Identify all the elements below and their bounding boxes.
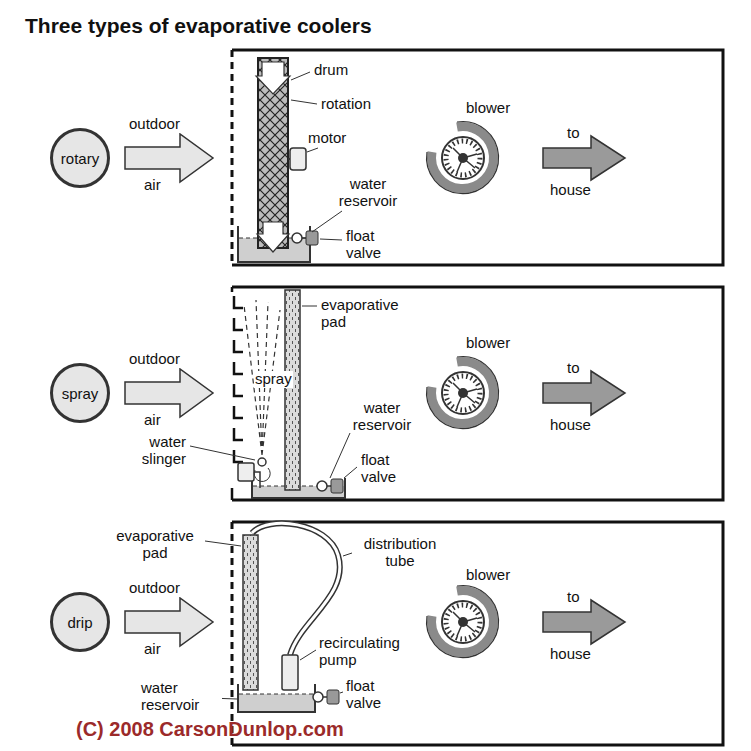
water-reservoir xyxy=(239,694,314,711)
drip-housing xyxy=(232,522,723,745)
type-label: rotary xyxy=(61,150,99,167)
float-valve xyxy=(327,485,331,487)
drip-housing xyxy=(232,522,723,745)
part-label: air xyxy=(143,641,162,658)
blower-symbol xyxy=(427,357,499,429)
part-label: water slinger xyxy=(123,434,187,467)
motor xyxy=(290,148,306,170)
to-house-arrow xyxy=(543,600,625,644)
part-label: motor xyxy=(307,130,347,147)
drum xyxy=(256,58,290,252)
part-label: house xyxy=(549,417,592,434)
water-slinger xyxy=(254,468,270,482)
type-label: drip xyxy=(67,614,92,631)
float-valve xyxy=(292,231,318,245)
motor xyxy=(288,148,306,170)
part-label: evaporative pad xyxy=(320,297,417,330)
float-valve xyxy=(292,233,302,243)
spray-housing xyxy=(232,287,723,500)
float-valve xyxy=(317,479,343,493)
float-valve xyxy=(313,692,323,702)
watermark: (C) 2008 CarsonDunlop.com xyxy=(75,718,345,740)
type-circle: rotary xyxy=(50,128,110,188)
type-circle: spray xyxy=(50,363,110,423)
type-circle: drip xyxy=(50,592,110,652)
part-label: house xyxy=(549,646,592,663)
rotary-housing xyxy=(232,50,723,265)
evaporative-pad xyxy=(285,290,300,490)
part-label: drum xyxy=(313,62,349,79)
diagram-title: Three types of evaporative coolers xyxy=(25,14,372,38)
part-label: air xyxy=(143,412,162,429)
part-label: to xyxy=(566,125,581,142)
part-label: float valve xyxy=(360,452,407,485)
outdoor-air-arrow xyxy=(125,369,213,417)
part-label: evaporative pad xyxy=(107,528,204,561)
part-label: water reservoir xyxy=(140,680,222,713)
recirculating-pump xyxy=(282,655,298,690)
type-label: spray xyxy=(62,385,99,402)
part-label: blower xyxy=(465,100,511,117)
part-label: water reservoir xyxy=(327,176,409,209)
rotary-housing xyxy=(231,50,234,265)
part-label: to xyxy=(566,589,581,606)
part-label: recirculating pump xyxy=(318,635,420,668)
to-house-arrow xyxy=(543,371,625,415)
water-slinger xyxy=(238,458,270,488)
water-slinger xyxy=(238,463,254,481)
part-label: blower xyxy=(465,335,511,352)
part-label: spray xyxy=(254,371,293,388)
float-valve xyxy=(323,696,327,698)
float-valve xyxy=(317,481,327,491)
part-label: float valve xyxy=(345,228,392,261)
part-label: blower xyxy=(465,567,511,584)
drum xyxy=(256,62,290,94)
blower-symbol xyxy=(427,122,499,194)
part-label: outdoor xyxy=(128,351,181,368)
part-label: float valve xyxy=(345,678,392,711)
blower-symbol xyxy=(427,586,499,658)
spray-housing xyxy=(232,287,723,500)
water-reservoir xyxy=(239,694,314,695)
part-label: water reservoir xyxy=(341,400,423,433)
water-slinger xyxy=(258,458,266,466)
part-label: outdoor xyxy=(128,580,181,597)
part-label: air xyxy=(143,177,162,194)
float-valve xyxy=(331,479,343,493)
part-label: distribution tube xyxy=(352,536,449,569)
drip-housing xyxy=(231,522,234,745)
part-label: house xyxy=(549,182,592,199)
outdoor-air-arrow xyxy=(125,134,213,182)
float-valve xyxy=(313,690,339,704)
outdoor-air-arrow xyxy=(125,598,213,646)
rotary-housing xyxy=(232,50,723,265)
part-label: to xyxy=(566,360,581,377)
part-label: outdoor xyxy=(128,116,181,133)
leader-line xyxy=(190,306,357,478)
part-label: rotation xyxy=(320,96,372,113)
drum xyxy=(257,222,289,252)
to-house-arrow xyxy=(543,136,625,180)
float-valve xyxy=(302,237,306,239)
evaporative-pad xyxy=(243,535,258,690)
float-valve xyxy=(306,231,318,245)
leader-line xyxy=(205,541,352,699)
float-valve xyxy=(327,690,339,704)
